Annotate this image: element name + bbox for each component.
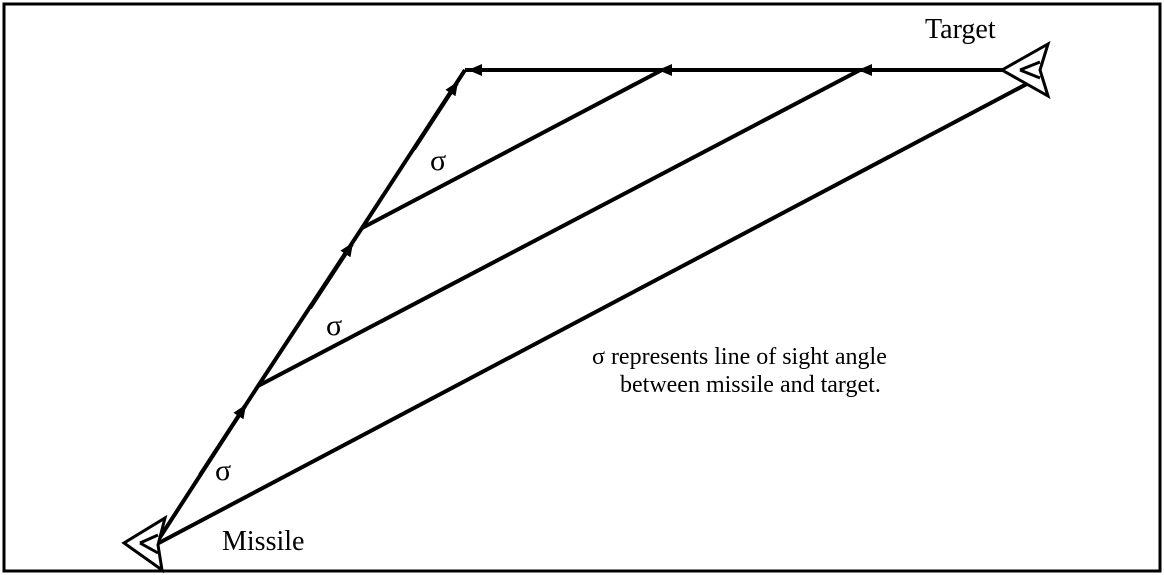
sigma-label-middle: σ [326,309,342,342]
line-of-sight [257,68,861,388]
missile-arrowhead [198,404,247,477]
missile-path-arrows [198,81,459,477]
line-of-sight-lines [154,68,1041,547]
sigma-label-upper: σ [430,144,446,177]
target-aircraft-icon [998,40,1051,100]
missile-arrowhead [412,81,459,151]
line-of-sight [361,68,663,230]
sigma-label-lower: σ [215,454,231,487]
note-line-2: between missile and target. [620,372,881,398]
line-of-sight [154,75,1041,547]
missile-label: Missile [222,526,304,557]
missile-launcher-icon [121,514,168,574]
target-label: Target [925,14,996,45]
note-line-1: σ represents line of sight angle [592,344,887,370]
missile-arrowhead [308,242,354,310]
